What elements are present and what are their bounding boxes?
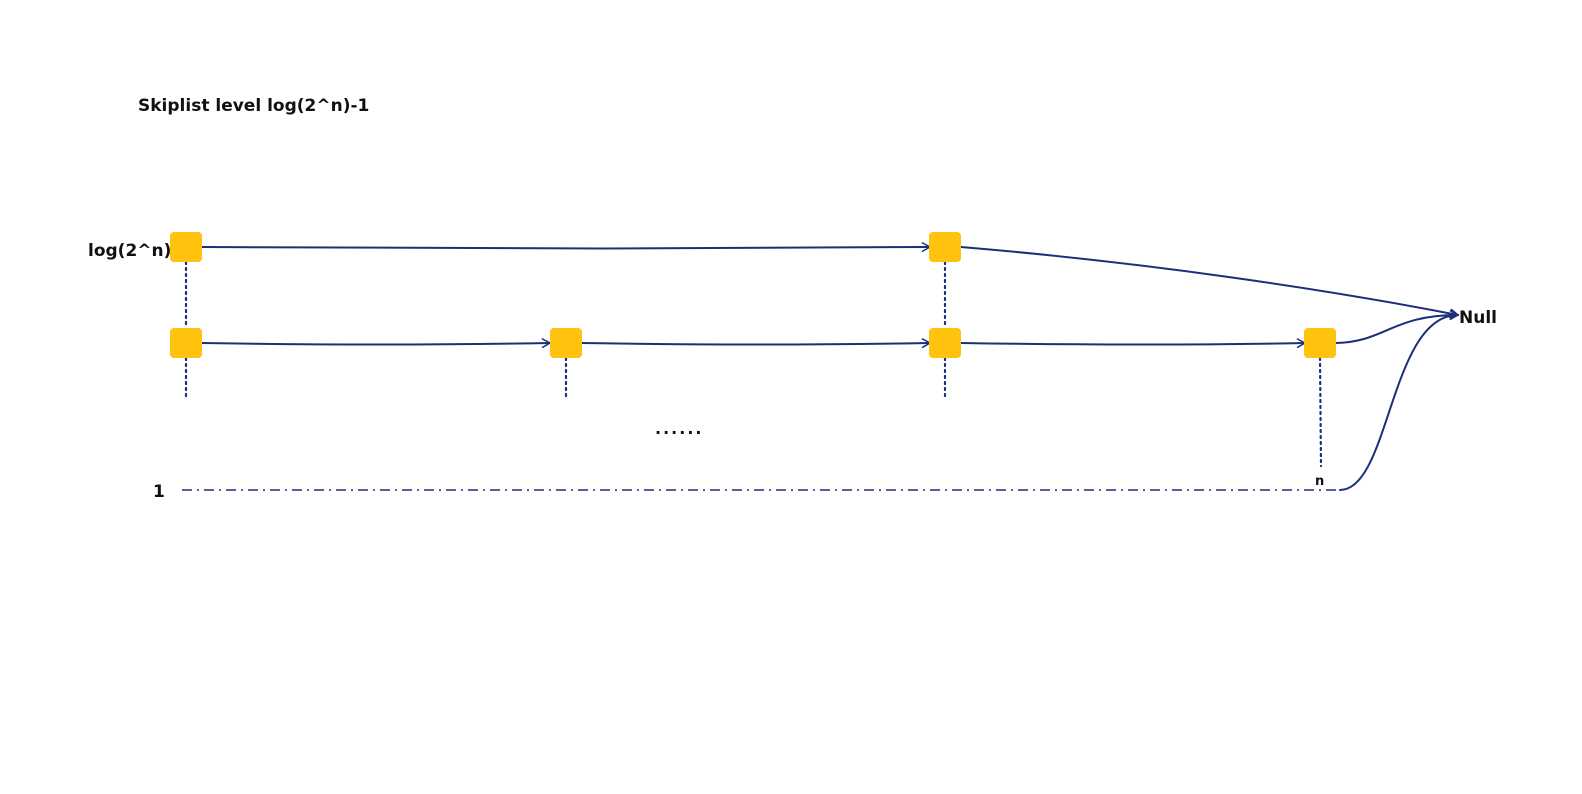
skiplist-node [929, 232, 961, 262]
skiplist-node [170, 232, 202, 262]
link-l2-0-to-l2-1 [201, 338, 551, 349]
level-label-bottom: 1 [153, 482, 165, 502]
link-l2-2-to-l2-3 [960, 338, 1306, 349]
skiplist-node [929, 328, 961, 358]
forward-links [201, 242, 1459, 491]
link-bottom-to-null [1339, 310, 1459, 491]
skiplist-nodes [170, 232, 1336, 358]
link-top-0-to-top-1 [201, 242, 931, 252]
diagram-title: Skiplist level log(2^n)-1 [138, 96, 369, 116]
skiplist-node [170, 328, 202, 358]
skiplist-node [1304, 328, 1336, 358]
vertical-link [1318, 356, 1323, 468]
level-label-top: log(2^n)-1 [88, 241, 190, 261]
skiplist-node [550, 328, 582, 358]
n-label: n [1315, 474, 1324, 489]
ellipsis-label: ...... [655, 419, 703, 438]
link-l2-3-to-null [1335, 310, 1459, 344]
link-l2-1-to-l2-2 [581, 338, 931, 349]
vertical-links [184, 260, 1323, 468]
link-top-1-to-null [960, 246, 1459, 319]
null-label: Null [1459, 308, 1497, 328]
